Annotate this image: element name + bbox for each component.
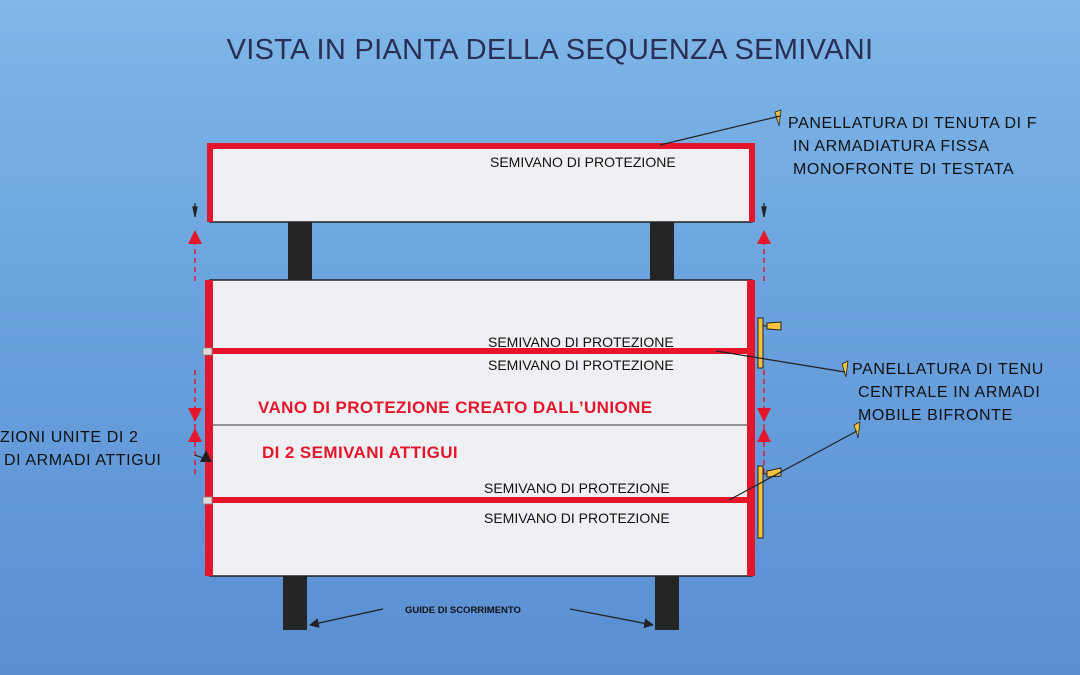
panel-top-line1: PANELLATURA DI TENUTA DI F <box>788 115 1038 132</box>
main-frame-left <box>205 280 213 576</box>
marker-lower <box>757 465 782 539</box>
partition-upper <box>205 348 755 354</box>
joint-upper-left <box>202 347 213 356</box>
guide-arrow-left <box>309 608 384 628</box>
guide-arrow-right <box>569 608 654 629</box>
top-frame-bar <box>207 143 755 149</box>
guide-rail-left <box>283 576 307 630</box>
movement-arrows-top <box>188 203 771 282</box>
guide-rail-right <box>655 576 679 630</box>
panel-top-line3: MONOFRONTE DI TESTATA <box>793 161 1015 178</box>
vano-label-line2: DI 2 SEMIVANI ATTIGUI <box>262 443 459 462</box>
main-frame-right <box>747 280 755 576</box>
left-note-pointer <box>200 450 212 462</box>
movement-arrows-middle <box>188 370 771 478</box>
leader-lines <box>194 115 858 501</box>
panel-top-line2: IN ARMADIATURA FISSA <box>793 138 990 155</box>
semivano-label-3: SEMIVANO DI PROTEZIONE <box>488 357 674 373</box>
vano-label-line1: VANO DI PROTEZIONE CREATO DALL’UNIONE <box>258 398 653 417</box>
semivano-label-4: SEMIVANO DI PROTEZIONE <box>484 480 670 496</box>
joint-lower-left <box>202 496 213 505</box>
main-assembly-panel <box>209 279 753 577</box>
page-title: VISTA IN PIANTA DELLA SEQUENZA SEMIVANI <box>226 34 874 66</box>
panel-mid-line1: PANELLATURA DI TENU <box>852 361 1044 378</box>
semivano-label-top: SEMIVANO DI PROTEZIONE <box>490 154 676 170</box>
top-frame-right <box>749 147 755 222</box>
partition-lower <box>205 497 755 503</box>
guide-label: GUIDE DI SCORRIMENTO <box>405 605 521 616</box>
marker-upper <box>757 317 782 369</box>
panel-mid-line3: MOBILE BIFRONTE <box>858 407 1013 424</box>
support-post-top-left <box>288 222 312 280</box>
top-frame-left <box>207 147 213 222</box>
left-note-line1: ZIONI UNITE DI 2 <box>0 429 139 446</box>
semivano-label-5: SEMIVANO DI PROTEZIONE <box>484 510 670 526</box>
support-post-top-right <box>650 222 674 280</box>
panel-mid-line2: CENTRALE IN ARMADI <box>858 384 1041 401</box>
left-note-line2: DI ARMADI ATTIGUI <box>4 452 162 469</box>
semivano-label-2: SEMIVANO DI PROTEZIONE <box>488 334 674 350</box>
